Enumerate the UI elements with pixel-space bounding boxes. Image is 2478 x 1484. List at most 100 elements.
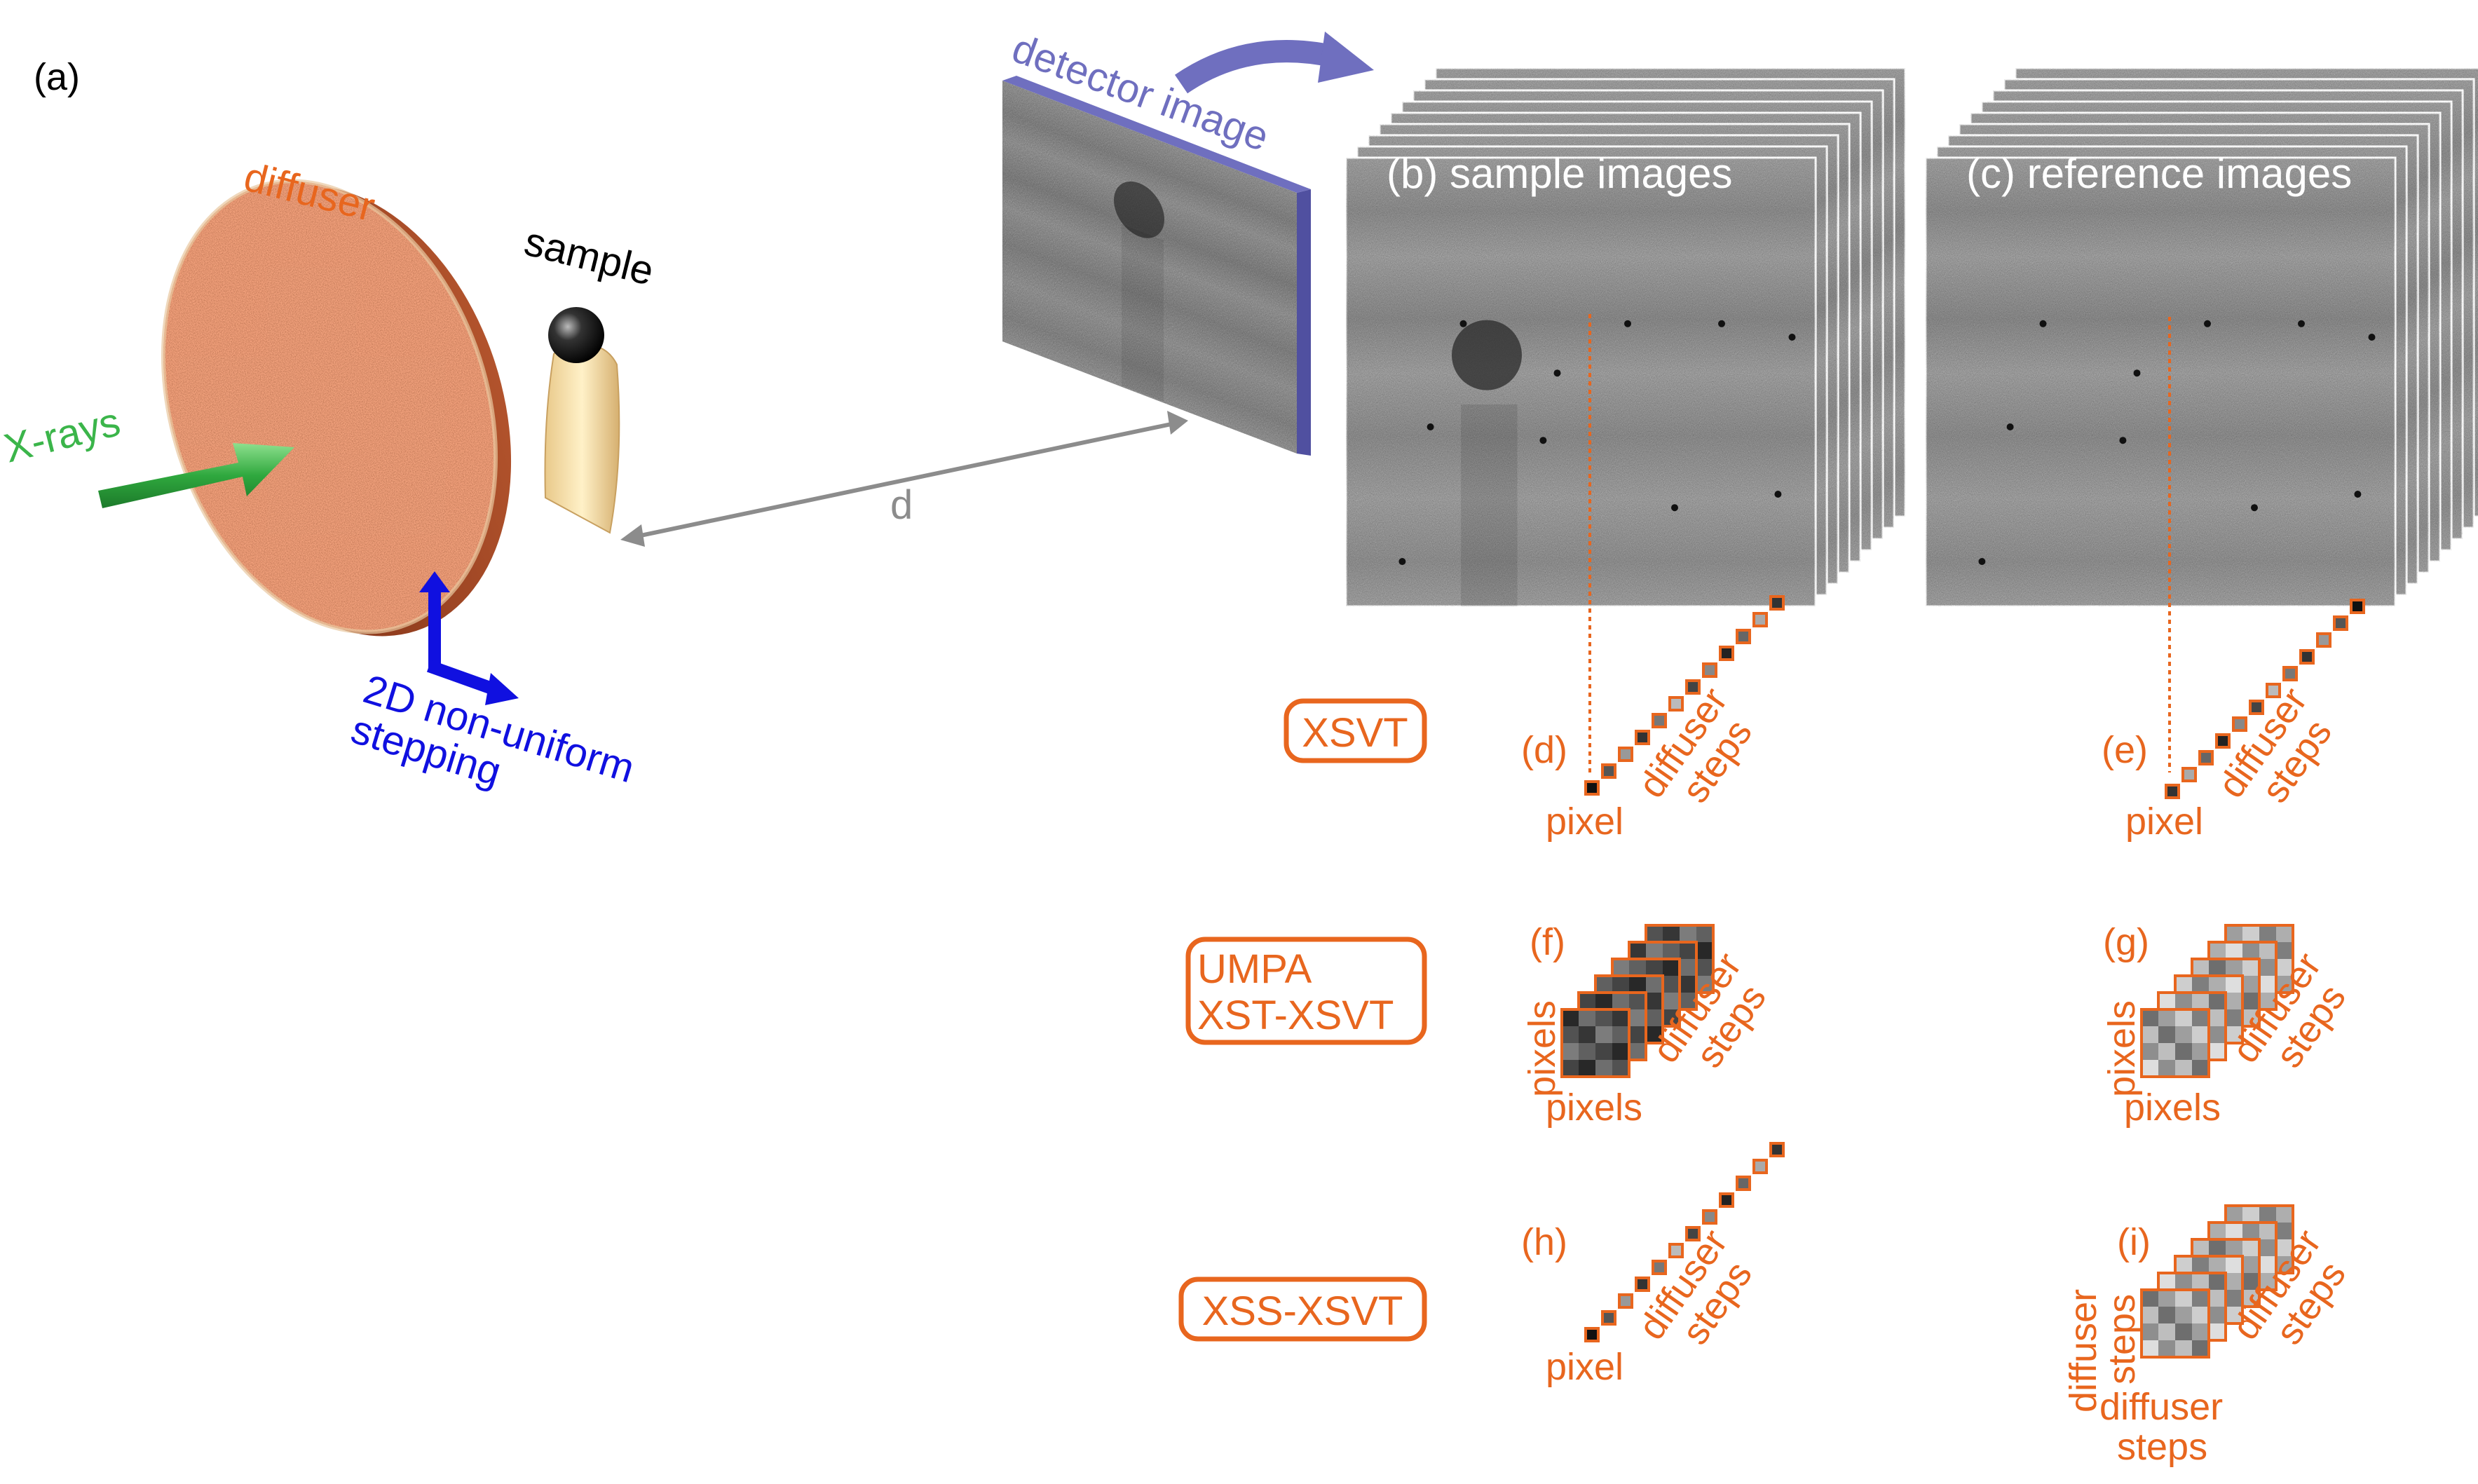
patch-cell xyxy=(1646,959,1663,976)
patch-cell xyxy=(2175,993,2192,1009)
patch-cell xyxy=(2142,1340,2158,1357)
patch-cell xyxy=(1595,1026,1612,1043)
vector-pixel xyxy=(1736,629,1751,644)
patch-cell xyxy=(2259,942,2276,959)
patch-cell xyxy=(2242,993,2259,1009)
speck xyxy=(2354,491,2362,498)
patch-cell xyxy=(1612,1043,1629,1060)
vector-e-pixel-label: pixel xyxy=(2125,801,2203,843)
vector-pixel xyxy=(1736,1176,1751,1191)
patch-cell xyxy=(2209,1026,2226,1043)
patch-cell xyxy=(2259,1206,2276,1223)
patch-cell xyxy=(2226,1026,2242,1043)
patch-cell xyxy=(2209,1307,2226,1323)
patch-cell xyxy=(2175,1060,2192,1077)
patch-cell xyxy=(2276,925,2293,942)
patch-cell xyxy=(2175,1026,2192,1043)
patch-cell xyxy=(1612,976,1629,993)
panel-a-label: (a) xyxy=(34,56,80,98)
patch-cell xyxy=(2192,1239,2209,1256)
xrays-label: X-rays xyxy=(0,399,125,472)
patch-cell xyxy=(1663,959,1680,976)
patch-cell xyxy=(2192,1323,2209,1340)
holder-shadow xyxy=(1461,404,1518,606)
reference-images-stack xyxy=(1924,67,2478,608)
patch-cell xyxy=(2158,1009,2175,1026)
vector-e xyxy=(2165,599,2365,799)
patch-cell xyxy=(2242,1223,2259,1239)
speck xyxy=(2368,334,2376,341)
patch-cell xyxy=(2242,1206,2259,1223)
patch-f-pixels-horizontal: pixels xyxy=(1546,1087,1642,1129)
patch-cell xyxy=(2226,1256,2242,1273)
patch-cell xyxy=(2175,1307,2192,1323)
patch-cell xyxy=(1562,1043,1579,1060)
speck xyxy=(2006,423,2014,430)
patch-cell xyxy=(2259,959,2276,976)
vector-pixel xyxy=(1635,730,1650,745)
vector-pixel xyxy=(2316,632,2331,648)
patch-cell xyxy=(2242,1239,2259,1256)
patch-cell xyxy=(1579,1043,1595,1060)
vector-pixel xyxy=(1601,1310,1616,1326)
patch-cell xyxy=(2226,1290,2242,1307)
patch-cell xyxy=(2226,942,2242,959)
patch-cell xyxy=(2192,1256,2209,1273)
patch-stack-g xyxy=(2140,924,2294,1078)
patch-cell xyxy=(1612,1026,1629,1043)
patch-cell xyxy=(1579,1060,1595,1077)
patch-cell xyxy=(2142,1323,2158,1340)
vector-d xyxy=(1584,595,1785,796)
patch-cell xyxy=(1612,1060,1629,1077)
vector-pixel xyxy=(1769,595,1785,611)
speck xyxy=(1539,437,1547,444)
patch-frame xyxy=(1560,1008,1631,1078)
patch-i-diffuser-vertical: diffuser xyxy=(2062,1289,2104,1412)
patch-cell xyxy=(2226,1206,2242,1223)
vector-pixel xyxy=(2266,683,2281,698)
stack-layer-bands xyxy=(1926,158,2395,606)
patch-cell xyxy=(1629,942,1646,959)
patch-cell xyxy=(2158,1323,2175,1340)
patch-cell xyxy=(2158,1043,2175,1060)
vector-pixel xyxy=(1685,679,1701,695)
patch-cell xyxy=(1680,925,1696,942)
patch-f-pixels-vertical: pixels xyxy=(1521,1000,1563,1097)
panel-d-label: (d) xyxy=(1521,729,1567,771)
vector-pixel xyxy=(2165,784,2180,799)
patch-cell xyxy=(1579,993,1595,1009)
patch-cell xyxy=(1663,993,1680,1009)
vector-pixel xyxy=(2215,733,2231,749)
method-xsvt: XSVT xyxy=(1284,698,1427,763)
patch-cell xyxy=(1663,1009,1680,1026)
patch-cell xyxy=(2242,1256,2259,1273)
speck xyxy=(2133,369,2141,377)
panel-e-label: (e) xyxy=(2102,729,2148,771)
patch-cell xyxy=(2192,1026,2209,1043)
patch-cell xyxy=(2192,1273,2209,1290)
patch-cell xyxy=(1646,976,1663,993)
patch-cell xyxy=(1680,942,1696,959)
patch-cell xyxy=(2192,1060,2209,1077)
patch-cell xyxy=(2226,1009,2242,1026)
patch-cell xyxy=(1595,993,1612,1009)
patch-stack-i xyxy=(2140,1204,2294,1359)
patch-cell xyxy=(2192,976,2209,993)
speck xyxy=(2039,320,2047,327)
vector-pixel xyxy=(1752,612,1768,627)
vector-pixel xyxy=(1601,763,1616,779)
patch-cell xyxy=(2209,959,2226,976)
speck xyxy=(1459,320,1467,327)
patch-cell xyxy=(2242,1273,2259,1290)
curved-arrow xyxy=(1174,32,1374,94)
patch-cell xyxy=(1663,976,1680,993)
method-umpa-line1: UMPA xyxy=(1197,946,1312,992)
patch-cell xyxy=(1680,976,1696,993)
patch-cell xyxy=(2259,993,2276,1009)
patch-cell xyxy=(2226,1273,2242,1290)
patch-cell xyxy=(2259,976,2276,993)
patch-cell xyxy=(2209,1223,2226,1239)
patch-cell xyxy=(2175,1273,2192,1290)
patch-cell xyxy=(2226,925,2242,942)
panel-f-label: (f) xyxy=(1530,921,1565,963)
